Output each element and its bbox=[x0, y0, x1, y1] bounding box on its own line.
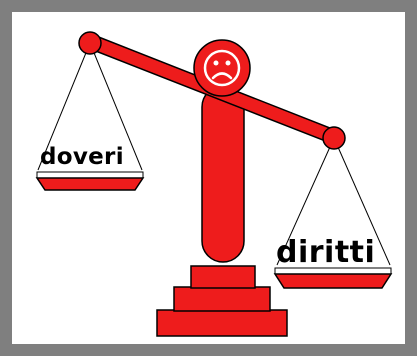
left-pivot-ball bbox=[79, 32, 101, 54]
base-step-middle bbox=[174, 287, 270, 311]
left-pan-label: doveri bbox=[40, 146, 124, 169]
base-step-top bbox=[191, 266, 255, 288]
scale-pillar bbox=[202, 86, 244, 262]
right-pan bbox=[275, 268, 391, 288]
left-pan bbox=[37, 172, 143, 190]
right-pan-label: diritti bbox=[276, 238, 375, 268]
sad-face-icon bbox=[194, 40, 250, 96]
right-pivot-ball bbox=[323, 127, 345, 149]
base-step-bottom bbox=[157, 310, 287, 336]
